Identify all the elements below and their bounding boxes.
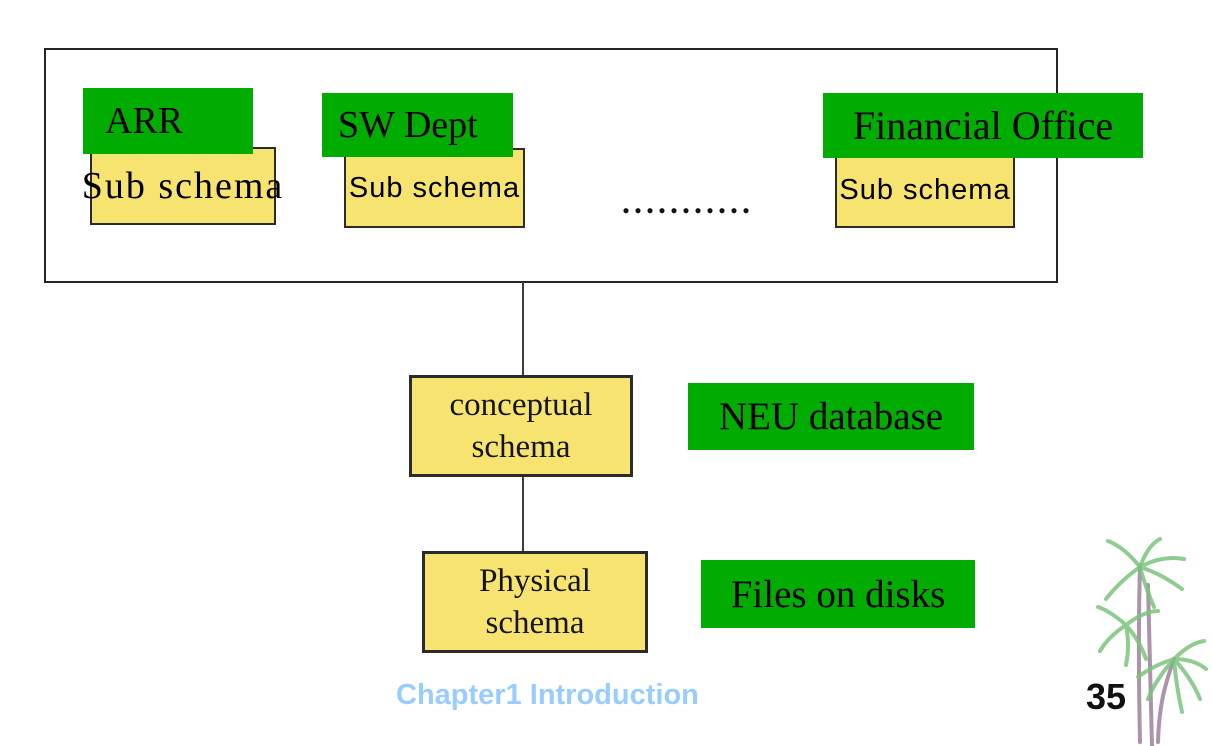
dept-label-arr: ARR (83, 88, 253, 154)
dept-label-sw-dept: SW Dept (322, 93, 513, 157)
sub-schema-label-financial: Sub schema (839, 173, 1011, 206)
conceptual-schema-line1: conceptual (449, 387, 593, 423)
sub-schema-box-arr: Sub schema (82, 147, 282, 225)
conceptual-schema-line2: schema (471, 429, 571, 465)
bamboo-plant-icon (1096, 537, 1208, 746)
connector-line-top (522, 282, 524, 375)
sub-schema-box-sw-dept: Sub schema (344, 148, 525, 228)
conceptual-schema-box: conceptual schema (409, 375, 633, 477)
page-number: 35 (1086, 676, 1127, 717)
files-on-disks-label: Files on disks (701, 560, 975, 628)
sub-schema-label-sw-dept: Sub schema (348, 171, 521, 204)
physical-schema-line2: schema (485, 605, 585, 641)
sub-schema-box-financial: Sub schema (835, 152, 1015, 228)
physical-schema-label: Physical schema (479, 560, 591, 644)
conceptual-schema-label: conceptual schema (450, 384, 593, 468)
connector-line-bottom (522, 477, 524, 551)
physical-schema-box: Physical schema (422, 551, 648, 653)
dept-label-financial-office: Financial Office (823, 93, 1143, 158)
sub-schema-label-arr: Sub schema (81, 165, 285, 207)
footer-chapter-title: Chapter1 Introduction (396, 679, 699, 711)
physical-schema-line1: Physical (479, 563, 591, 599)
neu-database-label: NEU database (688, 383, 974, 450)
ellipsis-dots: ........... (622, 184, 754, 220)
